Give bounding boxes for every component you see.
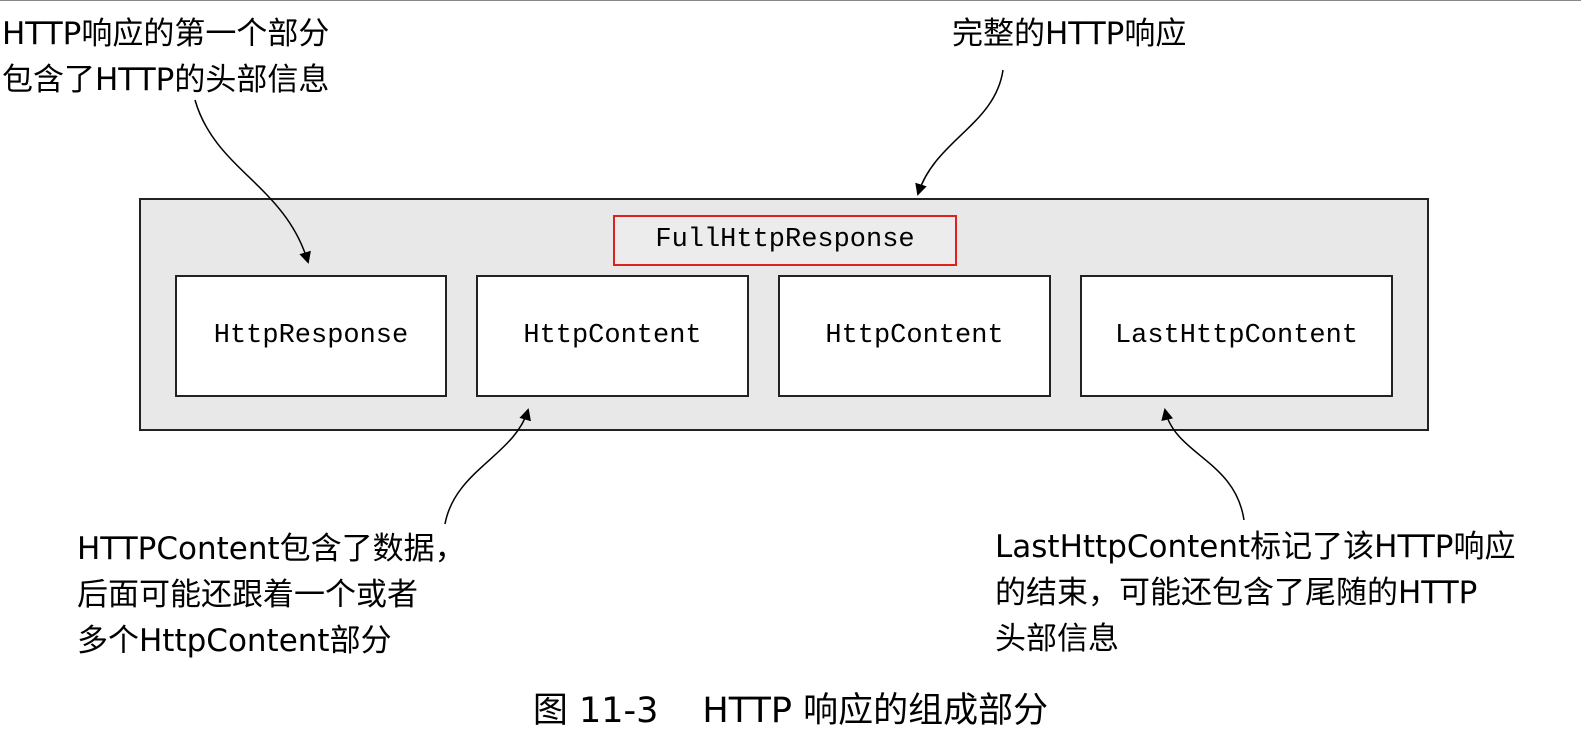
callout-first-part-line-2: 包含了HTTP的头部信息 [2, 62, 330, 98]
callout-last-content-line-1: LastHttpContent标记了该HTTP响应 [995, 529, 1516, 565]
part-http-content-1: HttpContent [476, 275, 749, 397]
callout-last-content-line-2: 的结束，可能还包含了尾随的HTTP [995, 575, 1478, 611]
callout-full-response-line-1: 完整的HTTP响应 [952, 16, 1187, 52]
callout-content-line-3: 多个HttpContent部分 [77, 623, 392, 659]
part-last-http-content: LastHttpContent [1080, 275, 1393, 397]
callout-content: HTTPContent包含了数据， 后面可能还跟着一个或者 多个HttpCont… [77, 526, 466, 664]
callout-content-line-1: HTTPContent包含了数据， [77, 531, 466, 567]
full-http-response-label: FullHttpResponse [613, 215, 957, 266]
part-http-content-2: HttpContent [778, 275, 1051, 397]
callout-content-line-2: 后面可能还跟着一个或者 [77, 577, 418, 613]
callout-last-content: LastHttpContent标记了该HTTP响应 的结束，可能还包含了尾随的H… [995, 524, 1516, 662]
callout-first-part-line-1: HTTP响应的第一个部分 [2, 16, 330, 52]
top-rule [0, 0, 1581, 1]
figure-number: 图 11-3 [532, 691, 659, 731]
figure-title: HTTP 响应的组成部分 [702, 691, 1049, 731]
callout-first-part: HTTP响应的第一个部分 包含了HTTP的头部信息 [2, 11, 329, 103]
callout-last-content-line-3: 头部信息 [995, 621, 1119, 657]
callout-full-response: 完整的HTTP响应 [952, 11, 1186, 57]
part-http-response: HttpResponse [175, 275, 447, 397]
figure-caption: 图 11-3 HTTP 响应的组成部分 [0, 686, 1581, 736]
